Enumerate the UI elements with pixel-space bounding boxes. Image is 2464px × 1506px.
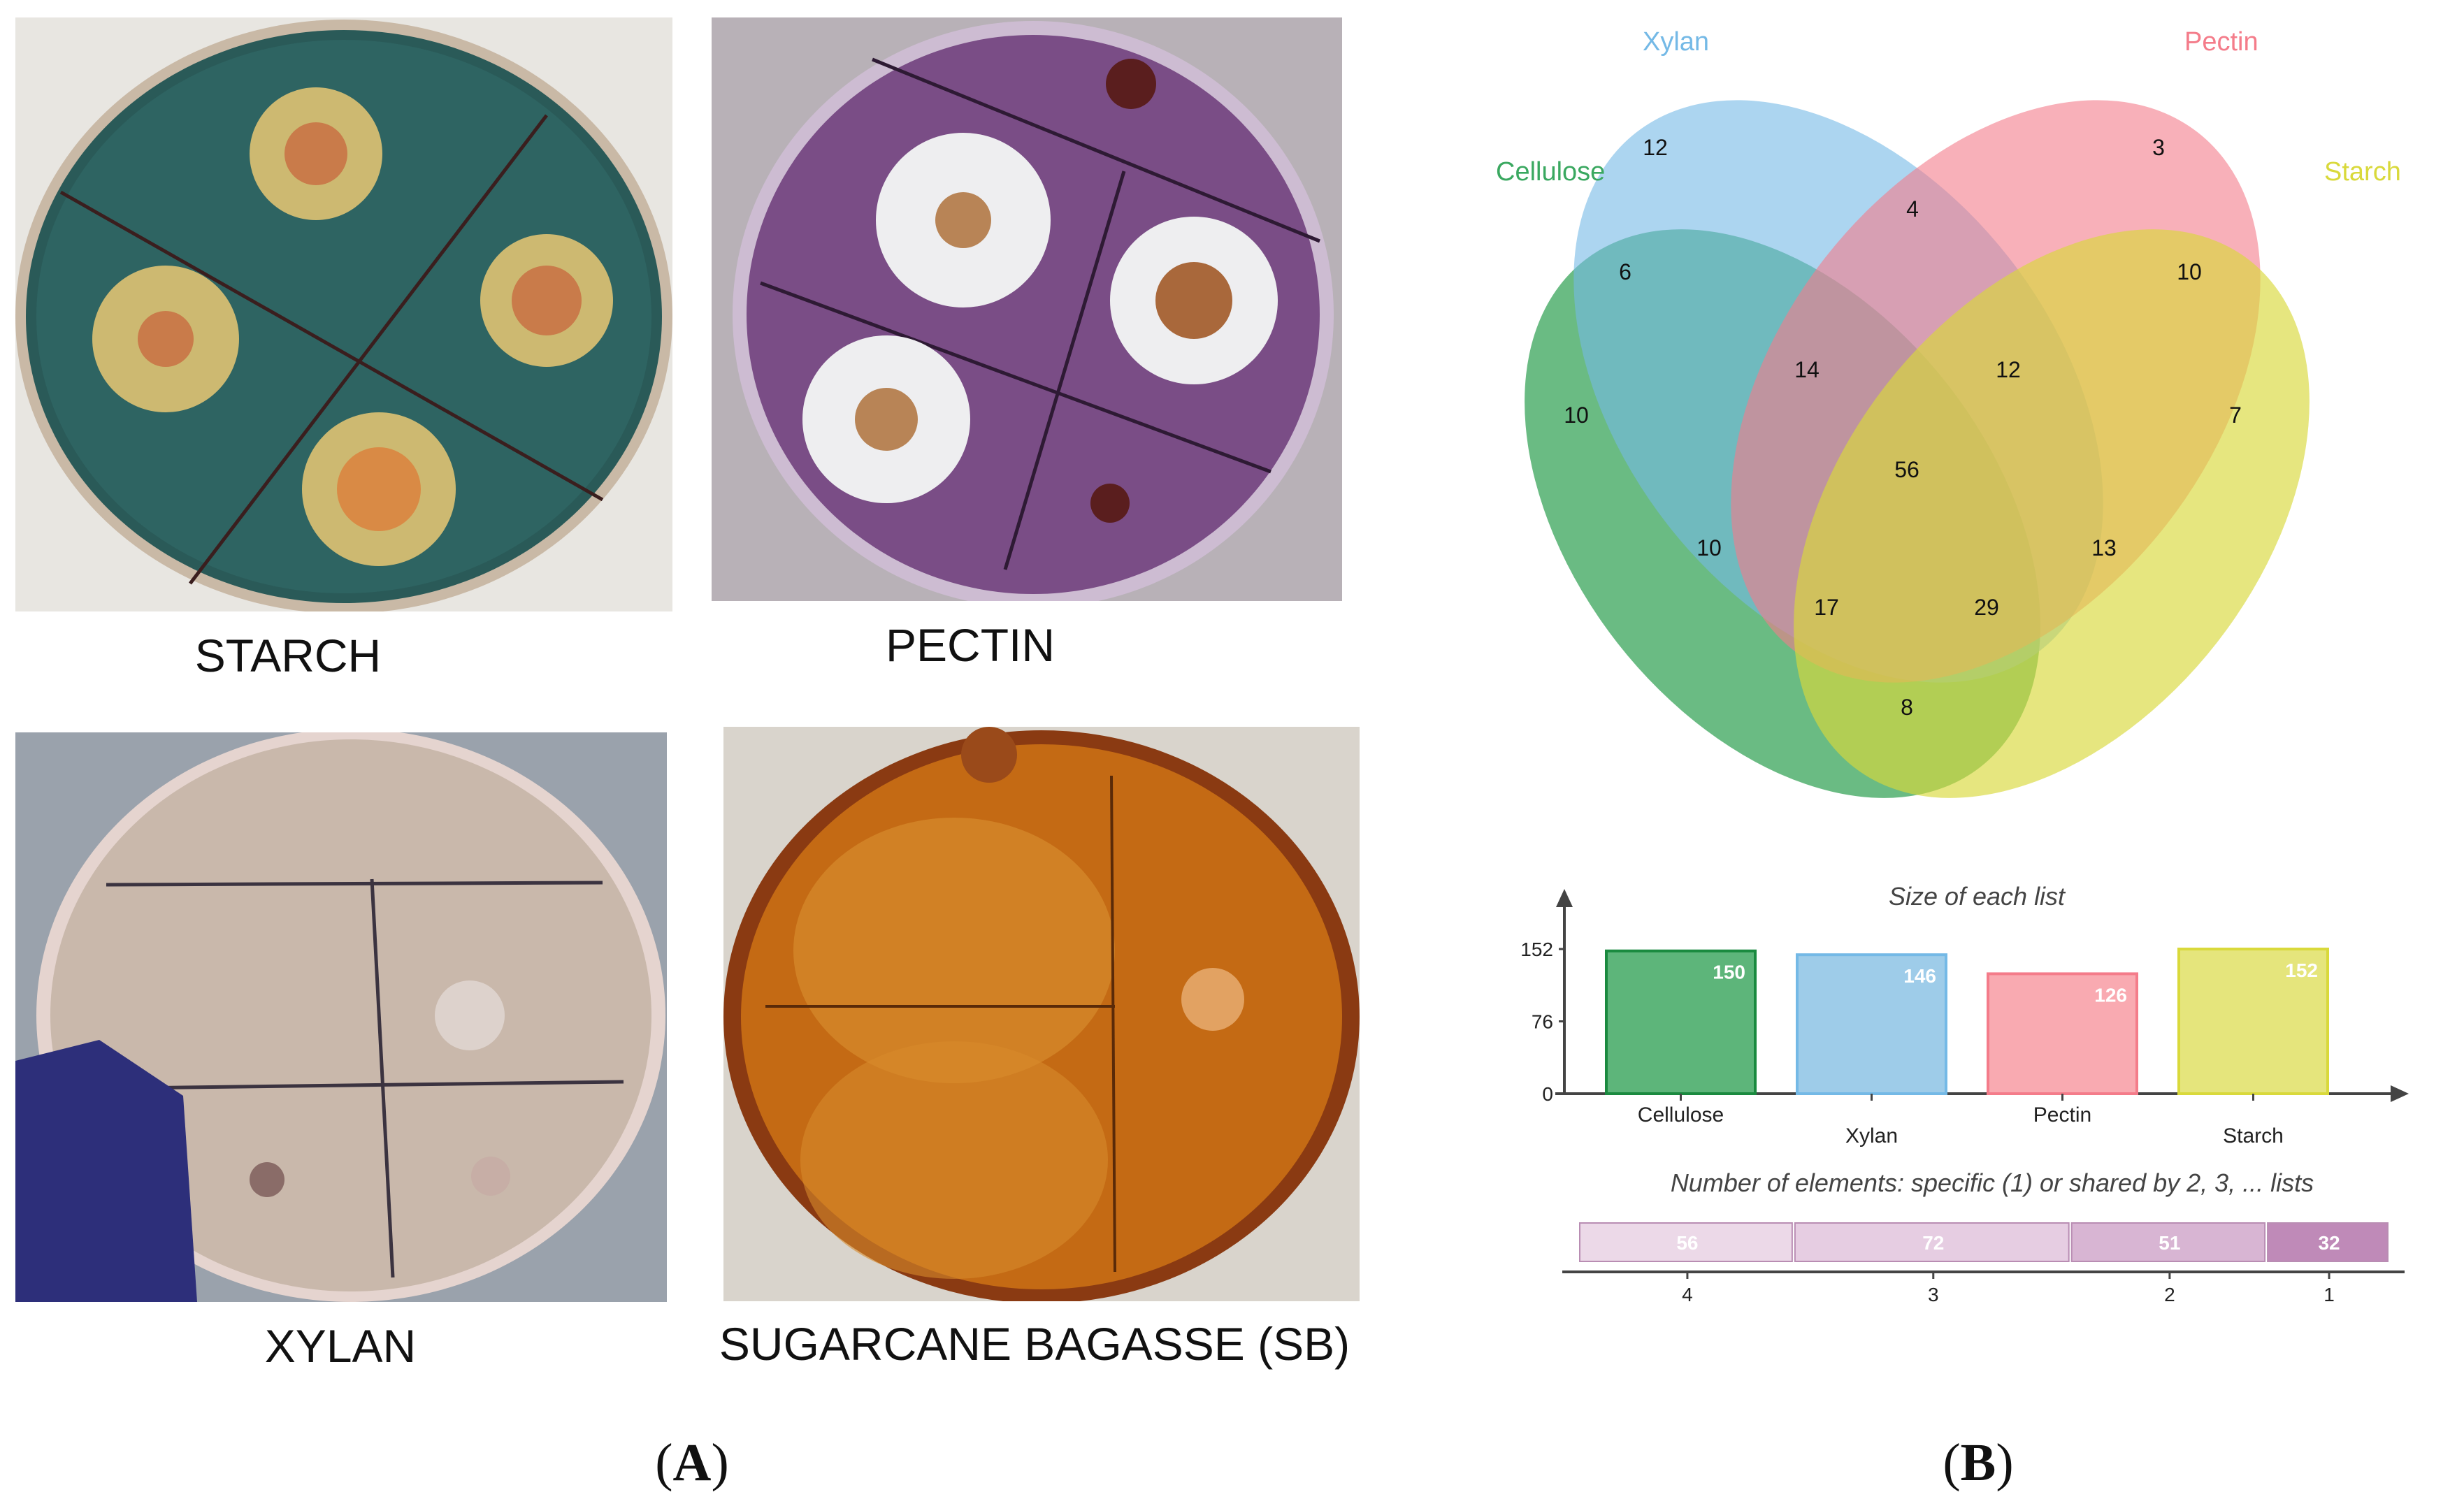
starch-caption: STARCH xyxy=(194,630,382,681)
bar-chart-title: Size of each list xyxy=(1889,882,2066,911)
pectin-plate-photo xyxy=(712,17,1342,601)
shared-stack-value: 51 xyxy=(2159,1232,2180,1254)
venn-ellipse-starch xyxy=(1794,229,2310,798)
xylan-caption: XYLAN xyxy=(264,1320,417,1372)
pectin-caption: PECTIN xyxy=(885,619,1056,671)
shared-stack-segment xyxy=(1794,1222,2070,1262)
list-size-bar xyxy=(1796,953,1947,1095)
venn-set-label-pectin: Pectin xyxy=(2184,27,2258,57)
list-size-bar xyxy=(1987,972,2138,1095)
sugarcane-bagasse-caption: SUGARCANE BAGASSE (SB) xyxy=(719,1318,1350,1370)
venn-region-count: 13 xyxy=(2091,535,2117,560)
y-tick-label: 76 xyxy=(1532,1011,1553,1033)
shared-stack-value: 32 xyxy=(2318,1232,2340,1254)
venn-region-count: 10 xyxy=(1564,403,1589,428)
shared-stack-segment xyxy=(2070,1222,2266,1262)
venn-region-count: 3 xyxy=(2152,135,2165,160)
panel-a-label: (A) xyxy=(655,1433,729,1492)
x-axis-arrow xyxy=(2391,1085,2409,1102)
venn-set-label-starch: Starch xyxy=(2324,157,2401,187)
panel-b-label: (B) xyxy=(1943,1433,2014,1492)
shared-stack-value: 72 xyxy=(1922,1232,1944,1254)
venn-region-count: 12 xyxy=(1643,135,1668,160)
venn-region-count: 14 xyxy=(1794,357,1820,382)
bar-value-label: 150 xyxy=(1713,962,1745,983)
list-size-bar xyxy=(1605,949,1757,1095)
shared-count-label: 3 xyxy=(1928,1284,1939,1305)
venn-region-count: 10 xyxy=(1696,535,1722,560)
shared-stack-value: 56 xyxy=(1676,1232,1698,1254)
venn-region-count: 4 xyxy=(1906,196,1919,222)
shared-chart-title: Number of elements: specific (1) or shar… xyxy=(1671,1168,2314,1197)
x-category-label: Pectin xyxy=(2033,1103,2091,1127)
bar-value-label: 152 xyxy=(2285,960,2318,981)
venn-set-label-cellulose: Cellulose xyxy=(1496,157,1605,187)
venn-diagram: Cellulose Xylan Pectin Starch 10 12 3 7 6 4 10… xyxy=(1454,0,2464,811)
sugarcane-bagasse-plate-photo xyxy=(723,727,1360,1301)
x-category-label: Xylan xyxy=(1845,1124,1898,1147)
venn-set-label-xylan: Xylan xyxy=(1643,27,1709,57)
venn-region-count: 6 xyxy=(1619,259,1631,284)
shared-count-label: 4 xyxy=(1682,1284,1693,1305)
starch-plate-photo xyxy=(15,17,672,611)
x-category-label: Cellulose xyxy=(1638,1103,1724,1127)
venn-region-count: 17 xyxy=(1814,595,1839,620)
y-tick-label: 0 xyxy=(1542,1083,1553,1105)
shared-stack-segment xyxy=(1579,1222,1793,1262)
x-category-label: Starch xyxy=(2223,1124,2284,1147)
venn-region-count: 10 xyxy=(2177,259,2202,284)
y-tick-label: 152 xyxy=(1520,939,1553,960)
venn-region-count: 7 xyxy=(2229,403,2242,428)
list-size-chart: Size of each list 0 76 152 150 146 126 152 Ce… xyxy=(1454,860,2464,1349)
list-size-bar xyxy=(2177,948,2329,1095)
shared-count-label: 1 xyxy=(2323,1284,2335,1305)
shared-count-label: 2 xyxy=(2164,1284,2175,1305)
venn-region-count: 56 xyxy=(1894,457,1919,482)
venn-region-count: 29 xyxy=(1974,595,1999,620)
venn-ellipses xyxy=(1525,100,2310,798)
y-axis-arrow xyxy=(1556,889,1573,907)
bar-value-label: 146 xyxy=(1903,965,1936,987)
bar-value-label: 126 xyxy=(2094,984,2127,1006)
venn-region-count: 8 xyxy=(1901,695,1913,720)
shared-stack-segment xyxy=(2267,1222,2389,1262)
xylan-plate-photo xyxy=(15,732,667,1302)
venn-region-count: 12 xyxy=(1996,357,2021,382)
